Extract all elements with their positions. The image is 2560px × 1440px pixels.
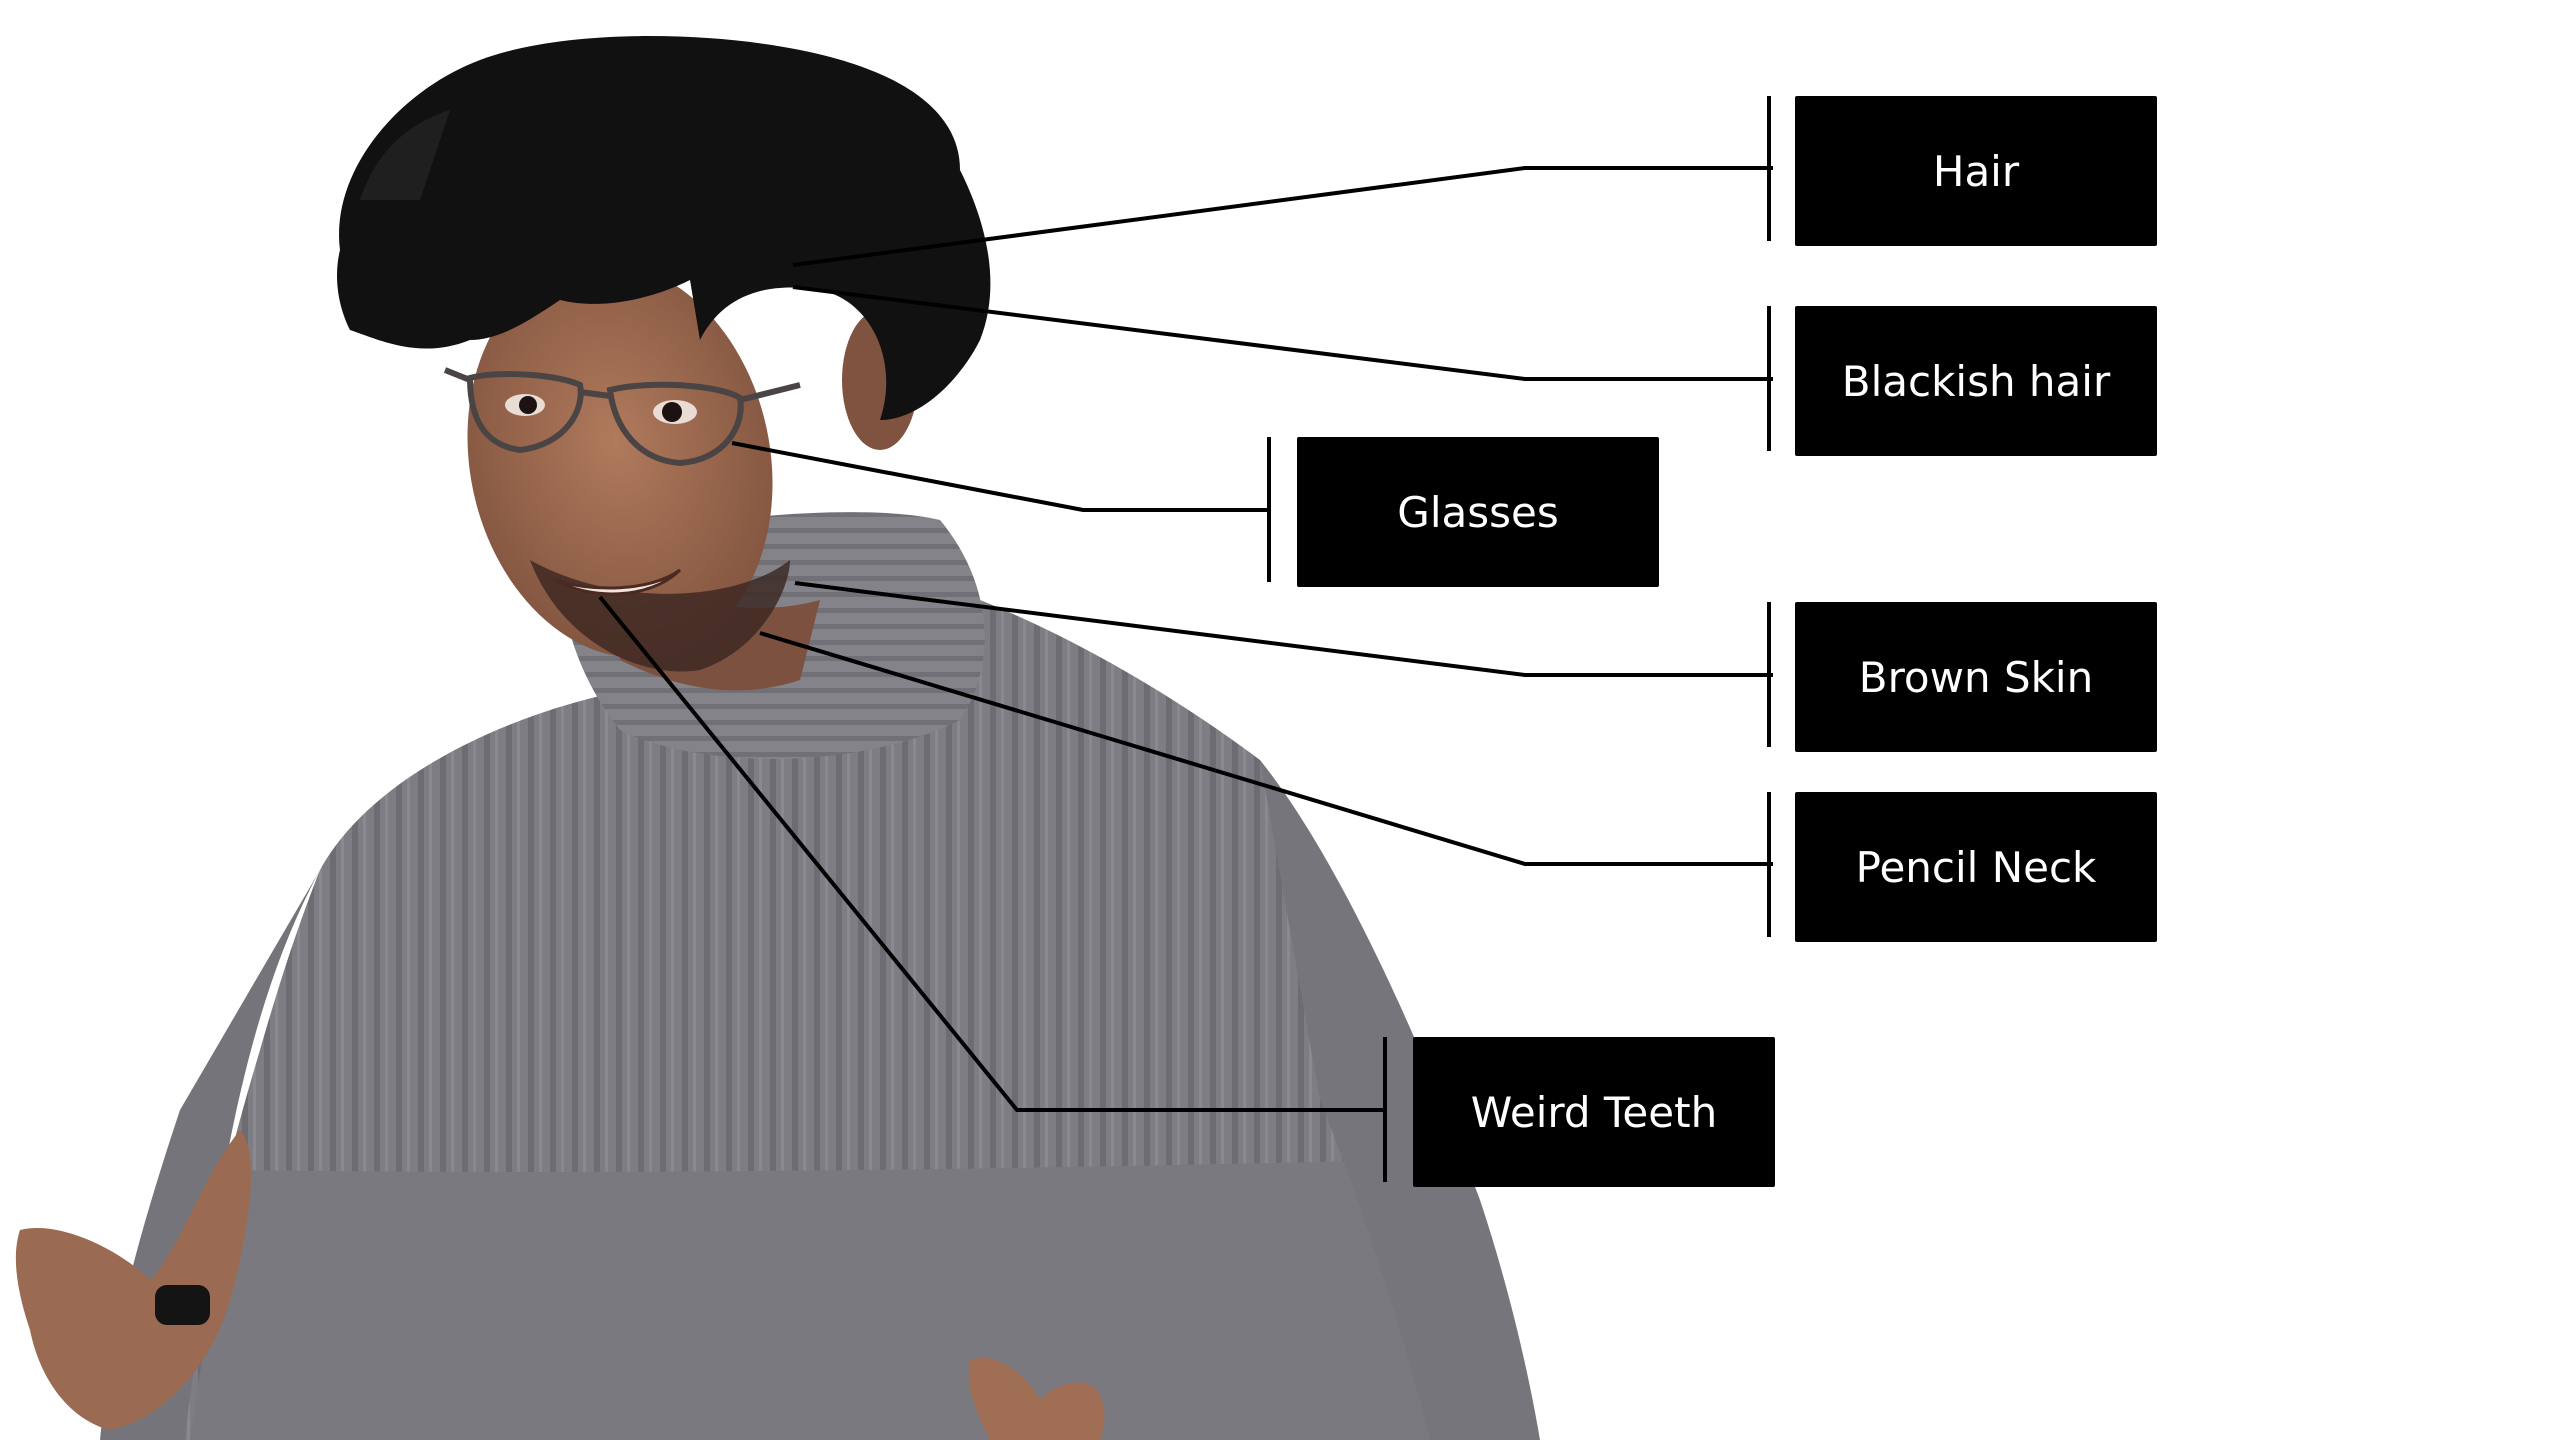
label-blackish-hair: Blackish hair — [1795, 306, 2157, 456]
bracket-weird-teeth — [1383, 1037, 1387, 1182]
label-hair: Hair — [1795, 96, 2157, 246]
left-hand — [15, 1130, 251, 1430]
mouth — [554, 568, 682, 596]
bracket-glasses — [1267, 437, 1271, 582]
right-hand — [968, 1358, 1105, 1440]
bracket-pencil-neck — [1767, 792, 1771, 937]
sweater — [100, 600, 1540, 1440]
glasses — [443, 367, 801, 467]
eyes — [505, 394, 697, 424]
leader-line-pencil-neck — [759, 631, 1773, 866]
label-weird-teeth: Weird Teeth — [1413, 1037, 1775, 1187]
bracket-hair — [1767, 96, 1771, 241]
leader-line-blackish-hair — [792, 285, 1773, 381]
bracket-blackish-hair — [1767, 306, 1771, 451]
leader-line-hair — [792, 166, 1773, 267]
leader-line-glasses — [731, 441, 1267, 512]
bracket-brown-skin — [1767, 602, 1771, 747]
label-pencil-neck: Pencil Neck — [1795, 792, 2157, 942]
label-brown-skin: Brown Skin — [1795, 602, 2157, 752]
leader-line-weird-teeth — [598, 595, 1385, 1112]
label-glasses: Glasses — [1297, 437, 1659, 587]
hair-shape — [337, 36, 991, 421]
leader-line-brown-skin — [794, 581, 1773, 677]
